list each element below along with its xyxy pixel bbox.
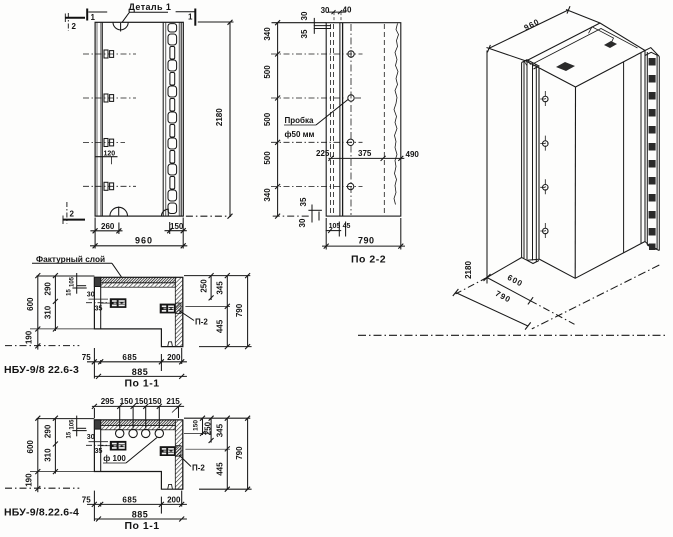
svg-text:790: 790 [235, 303, 244, 317]
svg-text:По 2-2: По 2-2 [351, 254, 386, 266]
svg-text:1: 1 [91, 13, 96, 22]
svg-text:150: 150 [170, 222, 184, 231]
svg-text:30: 30 [87, 292, 95, 299]
svg-text:190: 190 [25, 330, 34, 344]
svg-text:150: 150 [193, 420, 200, 431]
svg-text:500: 500 [263, 112, 272, 126]
svg-text:260: 260 [101, 222, 115, 231]
svg-text:190: 190 [25, 473, 34, 487]
svg-text:340: 340 [263, 27, 272, 41]
svg-text:30: 30 [300, 11, 309, 20]
svg-text:215: 215 [166, 397, 180, 406]
svg-text:150: 150 [135, 397, 149, 406]
svg-text:150: 150 [120, 397, 134, 406]
svg-text:15: 15 [67, 431, 73, 438]
svg-text:600: 600 [26, 440, 35, 454]
svg-text:445: 445 [216, 319, 225, 333]
svg-text:600: 600 [26, 297, 35, 311]
svg-text:790: 790 [235, 446, 244, 460]
svg-text:295: 295 [101, 397, 115, 406]
svg-text:30: 30 [298, 218, 307, 227]
svg-text:200: 200 [167, 495, 181, 504]
svg-text:120: 120 [104, 150, 116, 157]
svg-text:290: 290 [44, 282, 53, 296]
svg-text:445: 445 [216, 462, 225, 476]
svg-text:2: 2 [72, 22, 77, 31]
svg-text:45: 45 [343, 223, 351, 230]
svg-text:2180: 2180 [464, 261, 473, 279]
svg-text:960: 960 [135, 236, 153, 246]
svg-text:105: 105 [70, 276, 76, 287]
svg-text:790: 790 [494, 289, 513, 305]
svg-text:340: 340 [263, 188, 272, 202]
svg-text:290: 290 [44, 424, 53, 438]
svg-text:75: 75 [82, 495, 91, 504]
svg-text:ф 100: ф 100 [103, 454, 126, 463]
svg-text:310: 310 [44, 448, 53, 462]
svg-text:35: 35 [95, 448, 103, 455]
svg-text:105: 105 [329, 223, 341, 230]
svg-text:2180: 2180 [215, 108, 224, 126]
svg-text:По 1-1: По 1-1 [125, 520, 160, 532]
svg-text:490: 490 [406, 150, 420, 159]
svg-text:885: 885 [132, 367, 149, 377]
svg-text:790: 790 [358, 236, 375, 246]
svg-text:200: 200 [167, 353, 181, 362]
svg-text:105: 105 [70, 419, 76, 430]
svg-text:Фактурный слой: Фактурный слой [36, 254, 105, 264]
svg-text:960: 960 [523, 17, 542, 32]
svg-text:250: 250 [200, 279, 209, 293]
svg-text:35: 35 [300, 29, 309, 38]
svg-text:685: 685 [122, 495, 137, 504]
svg-text:НБУ-9/8 22.6-3: НБУ-9/8 22.6-3 [4, 364, 79, 376]
svg-text:345: 345 [216, 281, 225, 295]
svg-text:310: 310 [44, 305, 53, 319]
svg-text:600: 600 [506, 273, 525, 289]
svg-text:500: 500 [263, 151, 272, 165]
svg-text:225: 225 [316, 149, 330, 158]
svg-text:Деталь 1: Деталь 1 [129, 2, 172, 12]
svg-text:По 1-1: По 1-1 [125, 378, 160, 390]
svg-text:15: 15 [67, 289, 73, 296]
svg-text:35: 35 [299, 197, 308, 206]
svg-text:П-2: П-2 [195, 318, 208, 327]
svg-text:30: 30 [321, 6, 330, 15]
svg-text:150: 150 [148, 397, 162, 406]
svg-text:30: 30 [87, 434, 95, 441]
svg-text:885: 885 [132, 509, 149, 519]
svg-text:НБУ-9/8.22.6-4: НБУ-9/8.22.6-4 [4, 507, 79, 519]
svg-text:2: 2 [70, 210, 75, 219]
svg-text:ф50 мм: ф50 мм [285, 130, 315, 139]
svg-text:1: 1 [188, 13, 193, 22]
svg-text:35: 35 [95, 306, 103, 313]
svg-text:П-2: П-2 [192, 464, 205, 473]
svg-text:500: 500 [263, 65, 272, 79]
svg-text:40: 40 [343, 6, 352, 15]
svg-text:375: 375 [358, 149, 372, 158]
svg-text:250: 250 [204, 421, 213, 435]
svg-text:685: 685 [122, 353, 137, 362]
svg-text:345: 345 [216, 423, 225, 437]
svg-text:75: 75 [82, 353, 91, 362]
svg-text:Пробка: Пробка [285, 116, 314, 125]
